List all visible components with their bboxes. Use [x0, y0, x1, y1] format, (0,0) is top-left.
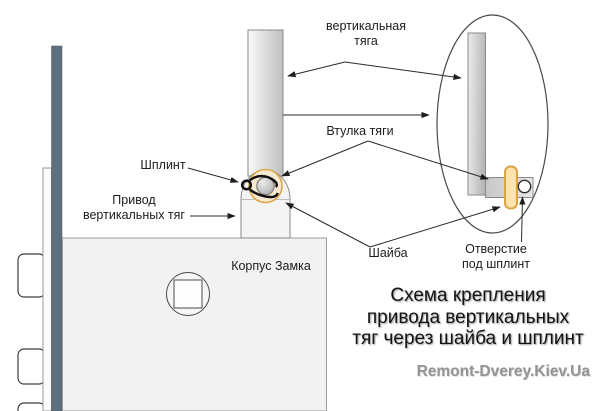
leader-sleeve-right — [367, 140, 489, 180]
label-cotter-pin: Шплинт — [138, 158, 188, 173]
cotter-pin-shape — [240, 174, 279, 199]
cotter-pin-upper-leg — [248, 174, 279, 188]
label-cotter-hole-line2: под шплинт — [462, 257, 530, 271]
vertical-rod — [247, 29, 284, 177]
label-lock-body: Корпус Замка — [226, 259, 316, 274]
leader-sleeve-left — [281, 140, 369, 177]
detail-cotter-hole — [517, 179, 532, 194]
lock-faceplate — [42, 167, 52, 411]
leader-washer-right — [369, 206, 501, 248]
label-washer: Шайба — [364, 246, 412, 261]
detail-washer-side — [504, 165, 518, 210]
label-drive: Привод вертикальных тяг — [78, 193, 190, 223]
leader-cotter-pin — [187, 167, 239, 183]
door-bolt-3 — [17, 402, 46, 411]
detail-vertical-rod — [467, 32, 486, 196]
label-lock-body-text: Корпус Замка — [231, 259, 311, 273]
spindle-hole-square — [173, 279, 203, 309]
diagram-title-line3: тяг через шайба и шплинт — [352, 328, 584, 349]
label-rod-sleeve: Втулка тяги — [322, 124, 398, 139]
door-edge-bar — [51, 45, 63, 411]
leader-vertical-rod-right — [344, 61, 462, 81]
cotter-pin-lower-leg — [249, 188, 279, 199]
label-vertical-rod-line2: тяга — [354, 34, 378, 48]
label-rod-sleeve-text: Втулка тяги — [326, 124, 394, 138]
cotter-pin-loop — [240, 179, 253, 191]
label-washer-text: Шайба — [368, 246, 408, 260]
site-watermark: Remont-Dverey.Kiev.Ua — [416, 363, 590, 380]
label-drive-line2: вертикальных тяг — [82, 208, 185, 222]
diagram-title: Схема крепления привода вертикальных тяг… — [350, 285, 586, 350]
label-vertical-rod-line1: вертикальная — [326, 19, 406, 33]
leader-vertical-rod-left — [287, 61, 346, 78]
label-cotter-hole: Отверстие под шплинт — [456, 242, 536, 272]
leader-lines — [187, 61, 526, 248]
door-bolt-1 — [17, 253, 46, 298]
label-drive-line1: Привод — [112, 193, 156, 207]
label-cotter-pin-text: Шплинт — [140, 158, 186, 172]
diagram-title-line2: привода вертикальных — [366, 306, 570, 328]
leader-cotter-hole — [519, 196, 526, 243]
label-vertical-rod: вертикальная тяга — [316, 19, 416, 49]
detail-ellipse — [436, 14, 549, 234]
leader-washer-left — [285, 202, 371, 248]
door-bolt-2 — [17, 348, 46, 385]
label-cotter-hole-line1: Отверстие — [465, 242, 527, 256]
lock-body — [62, 237, 327, 411]
diagram-title-line1: Схема крепления — [390, 285, 546, 306]
